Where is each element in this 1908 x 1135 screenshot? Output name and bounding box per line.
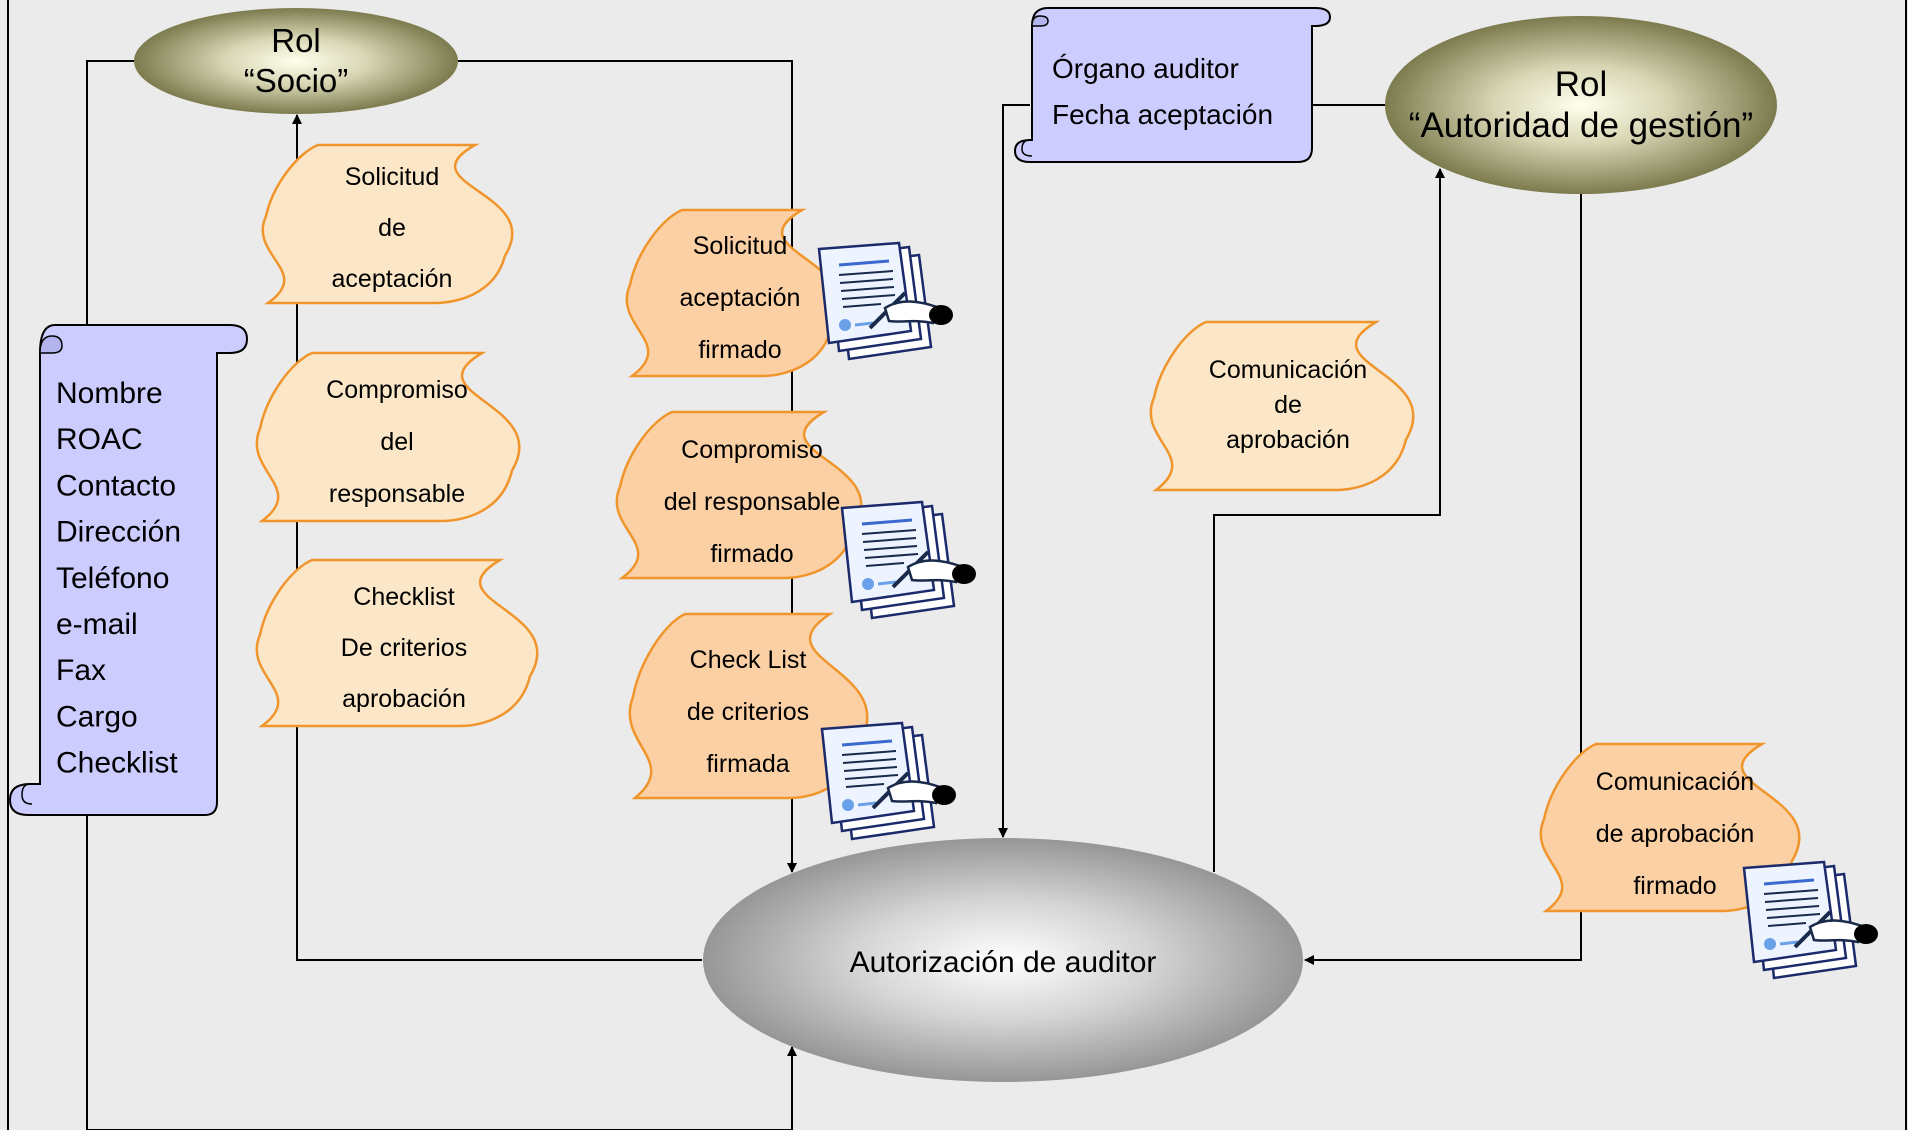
document-solicitud-firmado: Solicitud aceptación firmado: [625, 208, 841, 378]
connector-autoridad-to-auditor: [1304, 192, 1582, 965]
document-text-line: Solicitud: [345, 163, 440, 191]
document-comunicacion-firmado: Comunicación de aprobación firmado: [1539, 742, 1801, 913]
socio-field-item: e-mail: [56, 608, 138, 641]
document-text-line: de: [378, 214, 406, 242]
document-text-line: Checklist: [353, 583, 454, 611]
role-autoridad-line2: “Autoridad de gestión”: [1409, 106, 1753, 145]
socio-field-item: Checklist: [56, 747, 178, 780]
socio-field-item: Contacto: [56, 469, 176, 502]
process-auditor-label: Autorización de auditor: [850, 946, 1157, 979]
socio-field-item: Fax: [56, 654, 106, 687]
document-text-line: aprobación: [342, 685, 466, 713]
document-compromiso-firmado: Compromiso del responsable firmado: [615, 410, 863, 580]
document-text-line: de criterios: [687, 698, 809, 726]
document-text-line: de: [1274, 391, 1302, 419]
role-socio: Rol “Socio”: [134, 8, 458, 114]
organo-field-item: Fecha aceptación: [1052, 99, 1273, 130]
document-comunicacion: Comunicación de aprobación: [1149, 320, 1415, 492]
document-text-line: aceptación: [332, 265, 453, 293]
role-socio-line2: “Socio”: [244, 62, 349, 99]
connector-socio-to-auditor: [458, 60, 797, 873]
document-text-line: del responsable: [664, 488, 841, 516]
connector-socio-to-fields: [86, 60, 135, 325]
document-text-line: de aprobación: [1596, 820, 1754, 848]
socio-field-item: Teléfono: [56, 562, 169, 595]
connector-organo-to-auditor: [998, 104, 1030, 838]
document-text-line: Solicitud: [693, 232, 788, 260]
document-text-line: firmado: [698, 336, 781, 364]
document-text-line: firmada: [706, 750, 789, 778]
organo-field-item: Órgano auditor: [1052, 53, 1239, 84]
document-checklist-firmada: Check List de criterios firmada: [628, 612, 869, 800]
document-solicitud: Solicitud de aceptación: [261, 143, 514, 305]
socio-field-item: Cargo: [56, 700, 138, 733]
socio-field-item: Nombre: [56, 377, 163, 410]
document-text-line: Compromiso: [681, 436, 823, 464]
document-text-line: del: [380, 428, 413, 456]
document-text-line: firmado: [1633, 872, 1716, 900]
document-text-line: Compromiso: [326, 376, 468, 404]
document-text-line: firmado: [710, 540, 793, 568]
socio-field-item: ROAC: [56, 423, 143, 456]
role-autoridad-line1: Rol: [1555, 65, 1608, 104]
process-auditor: Autorización de auditor: [703, 838, 1303, 1082]
document-text-line: Comunicación: [1596, 768, 1754, 796]
document-text-line: Check List: [690, 646, 807, 674]
connector-auditor-to-autoridad: [1213, 168, 1445, 872]
document-text-line: aprobación: [1226, 426, 1350, 454]
document-text-line: Comunicación: [1209, 356, 1367, 384]
role-autoridad: Rol “Autoridad de gestión”: [1385, 16, 1777, 194]
document-compromiso: Compromiso del responsable: [255, 351, 521, 523]
socio-field-item: Dirección: [56, 516, 181, 549]
document-text-line: De criterios: [341, 634, 467, 662]
document-text-line: aceptación: [680, 284, 801, 312]
document-text-line: responsable: [329, 480, 465, 508]
document-checklist: Checklist De criterios aprobación: [255, 558, 539, 728]
role-socio-line1: Rol: [271, 22, 321, 59]
